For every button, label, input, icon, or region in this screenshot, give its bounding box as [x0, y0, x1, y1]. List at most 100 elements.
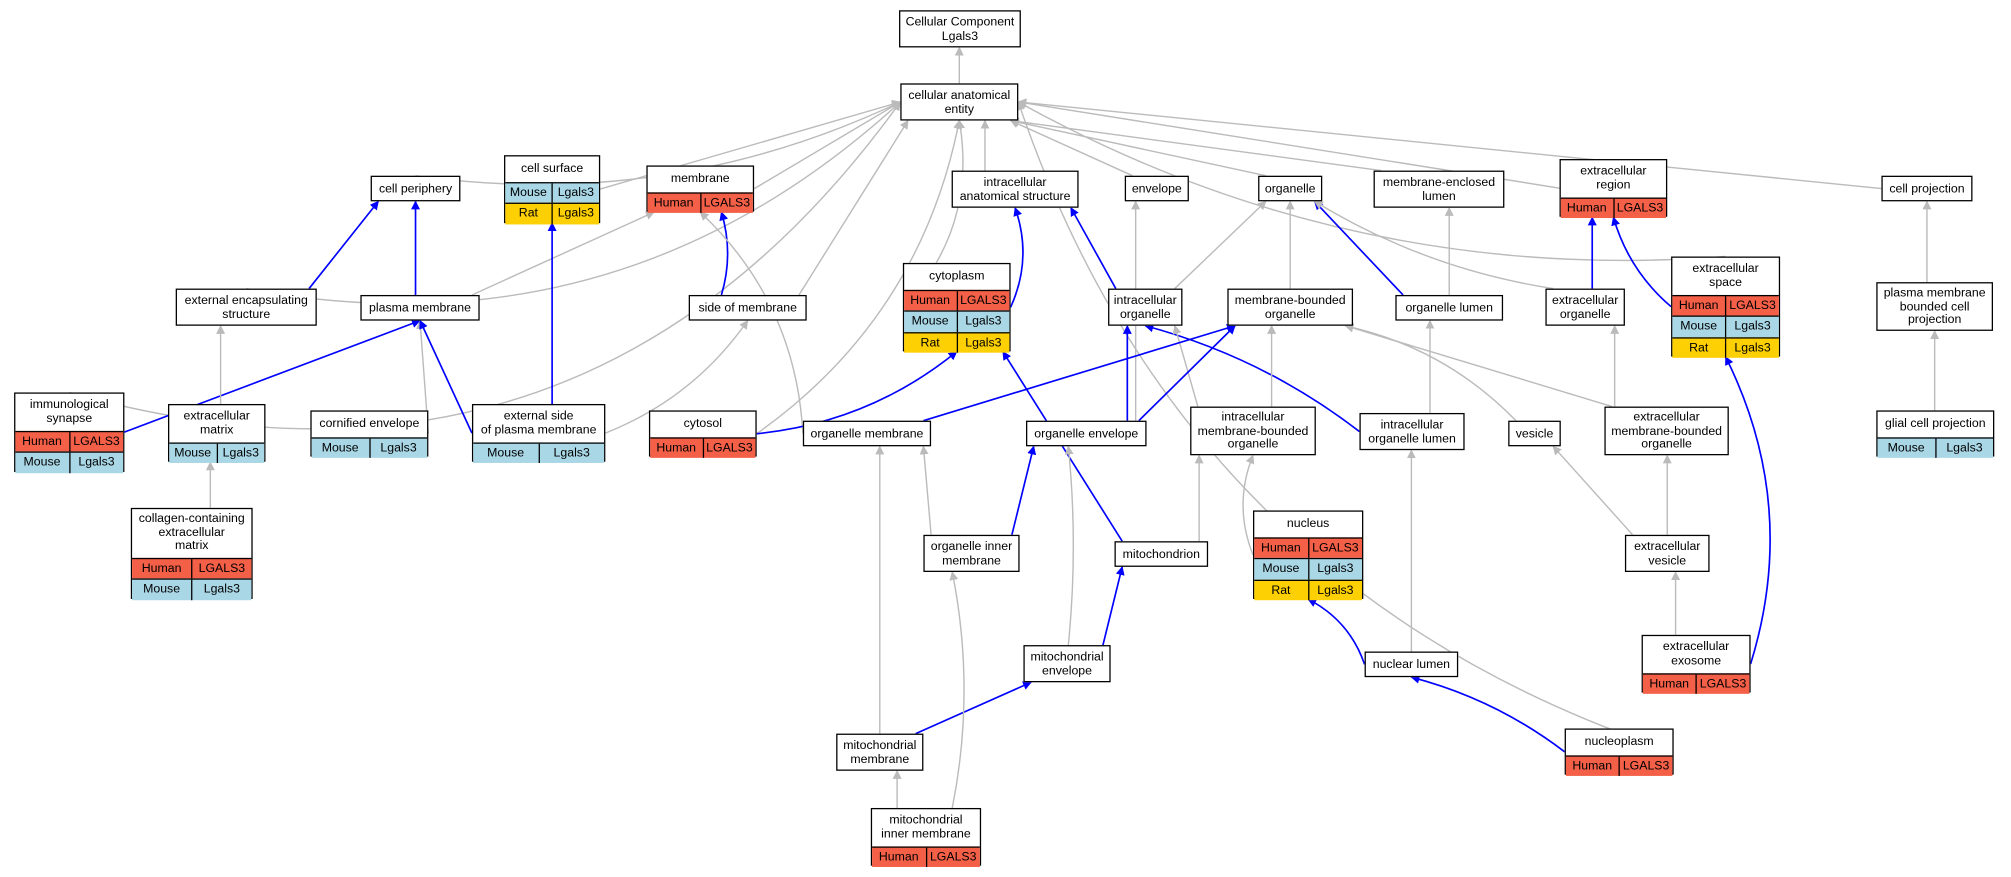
term-node-mitochondrion[interactable]: mitochondrion: [1114, 541, 1209, 567]
edge-part-of-organelle-lumen-to-organelle: [1313, 200, 1404, 296]
edge-part-of-nucleoplasm-to-nuclear-lumen: [1410, 674, 1566, 753]
gene-cell: Lgals3: [1934, 438, 1993, 459]
term-node-ext-encap[interactable]: external encapsulating structure: [175, 288, 317, 326]
term-label: organelle: [1264, 181, 1316, 196]
term-node-organelle-membrane[interactable]: organelle membrane: [802, 420, 932, 447]
term-node-organelle[interactable]: organelle: [1258, 175, 1323, 202]
species-cell: Mouse: [1680, 319, 1718, 334]
gene-cell: LGALS3: [925, 847, 980, 868]
edge-part-of-organelle-membrane-to-mem-bounded-organelle: [923, 323, 1236, 422]
term-node-side-of-membrane[interactable]: side of membrane: [688, 294, 807, 321]
term-node-mito-membrane[interactable]: mitochondrial membrane: [836, 733, 924, 771]
edge-is-a-vesicle-to-mem-bounded-organelle: [1344, 323, 1517, 422]
edge-is-a-mem-enclosed-lumen-to-cae: [1009, 117, 1382, 172]
term-node-collagen-ecm[interactable]: collagen-containing extracellular matrix…: [130, 507, 253, 600]
term-label: nucleus: [1286, 516, 1330, 531]
term-node-mito-envelope[interactable]: mitochondrial envelope: [1023, 645, 1111, 683]
term-node-mem-bounded-organelle[interactable]: membrane-bounded organelle: [1227, 288, 1354, 326]
species-cell: Mouse: [1887, 441, 1925, 456]
term-node-extracellular-mb-organelle[interactable]: extracellular membrane-bounded organelle: [1604, 406, 1729, 456]
annotation-row-human: Human LGALS3: [1642, 673, 1750, 695]
edge-part-of-intracellular-organelle-to-intracellular-anat: [1070, 206, 1117, 289]
term-node-intracellular-mb-organelle[interactable]: intracellular membrane-bounded organelle: [1190, 406, 1316, 456]
term-node-root[interactable]: Cellular Component Lgals3: [899, 10, 1021, 48]
edge-is-a-membrane-to-cae: [753, 101, 902, 190]
term-label: cytoplasm: [929, 268, 985, 284]
gene-cell: LGALS3: [1695, 674, 1749, 695]
gene-cell: Lgals3: [216, 443, 264, 464]
term-label: extracellular space: [1692, 261, 1759, 290]
edge-part-of-mitochondrion-to-cytoplasm: [1002, 350, 1123, 542]
term-node-mem-enclosed-lumen[interactable]: membrane-enclosed lumen: [1373, 170, 1505, 208]
term-node-organelle-lumen[interactable]: organelle lumen: [1395, 294, 1504, 321]
term-node-intracellular-organelle-lumen[interactable]: intracellular organelle lumen: [1359, 412, 1465, 451]
gene-cell: LGALS3: [956, 291, 1009, 311]
term-node-cell-projection[interactable]: cell projection: [1881, 175, 1973, 202]
term-node-nuclear-lumen[interactable]: nuclear lumen: [1364, 651, 1459, 678]
edge-is-a-intracellular-mb-organelle-to-intracellular-organelle: [1172, 324, 1199, 407]
species-cell: Mouse: [143, 582, 181, 597]
term-node-organelle-envelope[interactable]: organelle envelope: [1026, 420, 1147, 447]
gene-cell: LGALS3: [702, 438, 755, 459]
term-node-cae[interactable]: cellular anatomical entity: [900, 83, 1019, 121]
term-node-intracellular-organelle[interactable]: intracellular organelle: [1108, 288, 1183, 326]
term-label: cell periphery: [378, 181, 453, 196]
term-node-extracellular-vesicle[interactable]: extracellular vesicle: [1624, 534, 1710, 572]
term-node-cell-periphery[interactable]: cell periphery: [370, 175, 461, 202]
species-cell: Mouse: [174, 446, 212, 461]
term-label: nucleoplasm: [1584, 734, 1654, 749]
term-node-vesicle[interactable]: vesicle: [1508, 420, 1561, 447]
term-node-extracellular-organelle[interactable]: extracellular organelle: [1545, 288, 1625, 326]
gene-cell: LGALS3: [1618, 756, 1673, 777]
term-label: extracellular membrane-bounded organelle: [1611, 410, 1723, 452]
edge-is-a-side-of-membrane-to-cae: [798, 119, 909, 296]
term-node-pm-bounded-projection[interactable]: plasma membrane bounded cell projection: [1876, 282, 1994, 331]
gene-cell: Lgals3: [68, 453, 124, 473]
term-label: mitochondrial envelope: [1030, 650, 1104, 678]
term-label: organelle inner membrane: [930, 539, 1013, 568]
term-label: membrane-enclosed lumen: [1382, 175, 1496, 204]
term-label: extracellular vesicle: [1634, 539, 1701, 568]
term-node-plasma-membrane[interactable]: plasma membrane: [360, 294, 480, 321]
species-cell: Mouse: [509, 185, 547, 200]
term-node-intracellular-anat[interactable]: intracellular anatomical structure: [951, 170, 1079, 208]
edge-is-a-extracellular-vesicle-to-vesicle: [1552, 445, 1634, 536]
species-cell: Human: [910, 293, 950, 308]
species-cell: Human: [1649, 677, 1690, 692]
edge-part-of-organelle-inner-membrane-to-organelle-envelope: [1011, 445, 1037, 536]
term-node-organelle-inner-membrane[interactable]: organelle inner membrane: [923, 534, 1020, 572]
gene-cell: LGALS3: [191, 559, 251, 579]
edge-is-a-organelle-inner-membrane-to-organelle-membrane: [919, 445, 932, 535]
term-label: cornified envelope: [319, 416, 420, 431]
term-label: membrane-bounded organelle: [1234, 293, 1346, 322]
term-label: cellular anatomical entity: [908, 88, 1011, 117]
term-node-envelope[interactable]: envelope: [1124, 175, 1189, 202]
gene-cell: Lgals3: [1724, 338, 1779, 359]
gene-cell: Lgals3: [191, 580, 251, 600]
edge-is-a-organelle-to-cae: [1009, 117, 1266, 177]
